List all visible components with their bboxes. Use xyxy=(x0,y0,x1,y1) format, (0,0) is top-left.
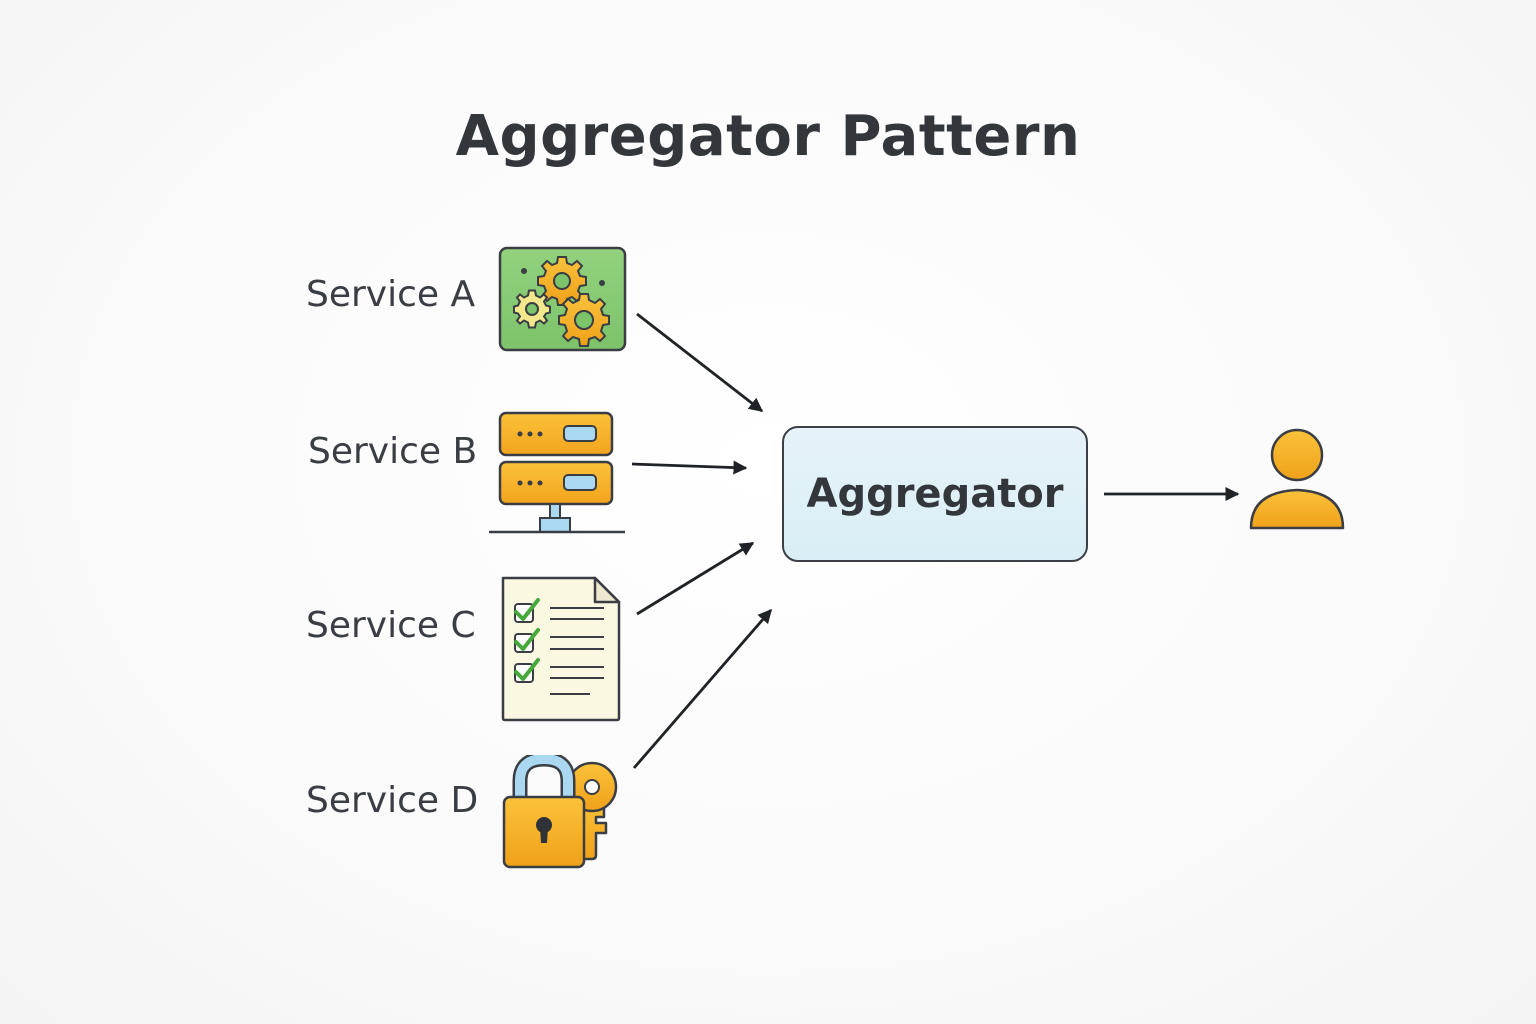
diagram-title: Aggregator Pattern xyxy=(455,104,1081,169)
arrow-service-d-to-aggregator xyxy=(632,608,773,769)
user-icon xyxy=(1244,426,1350,538)
service-b-label: Service B xyxy=(308,431,478,472)
service-a-label: Service A xyxy=(306,274,476,315)
arrow-service-b-to-aggregator xyxy=(631,460,748,475)
lock-key-icon xyxy=(500,751,622,875)
gears-icon xyxy=(496,244,630,360)
service-c-label: Service C xyxy=(306,605,476,646)
checklist-document-icon xyxy=(498,574,624,728)
arrow-service-a-to-aggregator xyxy=(636,312,764,413)
server-icon xyxy=(486,408,628,542)
arrow-service-c-to-aggregator xyxy=(636,541,755,616)
service-d-label: Service D xyxy=(306,780,479,821)
aggregator-label: Aggregator xyxy=(806,471,1064,517)
aggregator-box: Aggregator xyxy=(782,426,1088,562)
